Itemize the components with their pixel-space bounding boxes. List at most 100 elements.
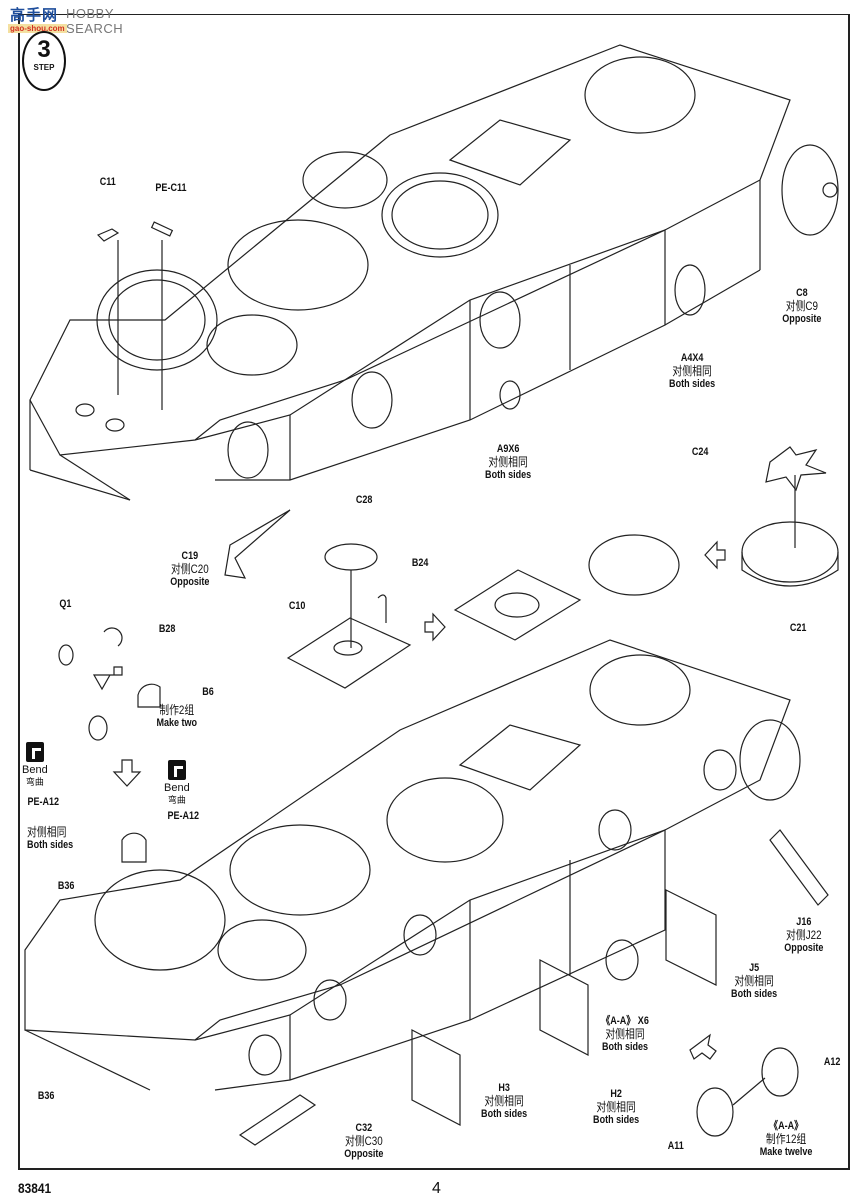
callout-c28: C28 — [355, 494, 373, 506]
road-wheel — [248, 1034, 282, 1076]
part-a11 — [696, 1087, 734, 1137]
leader-line — [732, 1077, 766, 1106]
engine-deck-ring — [584, 56, 696, 134]
part-b28 — [103, 627, 123, 647]
road-wheel — [313, 979, 347, 1021]
hub-part-a4 — [674, 264, 706, 316]
road-wheel — [703, 749, 737, 791]
left-parts — [96, 221, 291, 579]
bend-note-left: Bend 弯曲 — [22, 742, 48, 788]
panel-j5 — [665, 889, 717, 986]
idler-assembled — [739, 719, 801, 801]
hatch-ring — [217, 919, 307, 981]
callout-pe-a12-right: PE-A12 — [167, 810, 200, 822]
hatch-ring-inner — [391, 180, 489, 250]
callout-b6: B6 — [202, 686, 214, 698]
hub-part-a9 — [499, 380, 521, 410]
vision-port — [105, 418, 125, 432]
upper-hull-deck — [29, 44, 791, 456]
bend-icon — [25, 742, 44, 762]
part-c32 — [238, 1094, 317, 1146]
part-b6 — [137, 683, 161, 708]
callout-pe-a12-left: PE-A12 — [27, 796, 60, 808]
hull-edge — [664, 269, 761, 326]
hull-edge — [24, 1029, 151, 1091]
panel-h2 — [539, 959, 589, 1056]
turret-ring — [229, 824, 371, 916]
part-b6-with-pe — [121, 832, 147, 863]
hull-edge — [59, 454, 131, 501]
watermark-logo: 高手网 HOBBY SEARCH gao-shou.com — [4, 4, 164, 36]
watermark-en: HOBBY SEARCH — [66, 6, 124, 36]
turret-ring — [94, 869, 226, 971]
page-frame — [18, 14, 850, 1170]
part-b24 — [377, 594, 387, 623]
assembled-plate-ring — [494, 592, 540, 618]
arrow-up-left-icon — [689, 1033, 717, 1060]
watermark-url: gao-shou.com — [8, 24, 67, 33]
part-c28 — [324, 543, 378, 571]
idler-hub — [822, 182, 838, 198]
hatch-ring — [386, 777, 504, 863]
engine-hatch — [458, 724, 582, 791]
idler-cover-c8 — [781, 144, 839, 236]
part-c10 — [286, 617, 412, 689]
bend-icon — [167, 760, 186, 780]
left-small-parts — [58, 627, 161, 863]
final-drive-hub — [227, 421, 269, 479]
road-wheel-aa — [605, 939, 639, 981]
panel-j16 — [769, 829, 829, 906]
callout-a11: A11 — [667, 1140, 684, 1152]
hatch-ring — [302, 151, 388, 209]
callout-c24: C24 — [691, 446, 709, 458]
page-number: 4 — [432, 1180, 441, 1197]
turret-ring — [227, 219, 369, 311]
vision-port — [75, 403, 95, 417]
turret-ring-inner — [108, 279, 206, 361]
part-c11 — [96, 228, 120, 242]
upper-hull-drawing — [29, 44, 839, 501]
kit-code: 83841 — [18, 1180, 52, 1196]
final-drive-hub — [479, 291, 521, 349]
part-c21-wall — [741, 552, 839, 587]
callout-pe-c11: PE-C11 — [155, 182, 187, 194]
step-badge: 3 STEP — [22, 31, 66, 91]
panel-h3 — [411, 1029, 461, 1126]
callout-b28: B28 — [158, 623, 176, 635]
hatch-ring — [206, 314, 298, 376]
c10-opening — [333, 640, 363, 656]
callout-b36-bottom: B36 — [37, 1090, 55, 1102]
step-number: 3 — [37, 36, 51, 63]
callout-c11: C11 — [99, 176, 116, 188]
part-pe-c11 — [150, 221, 174, 237]
fan-housing-assembled — [588, 534, 680, 596]
hull-edge — [29, 469, 131, 501]
part-b28-assembled — [88, 715, 108, 741]
arrow-right-icon — [424, 612, 446, 642]
turret-ring — [96, 269, 218, 371]
engine-deck-ring — [589, 654, 691, 726]
hatch-ring — [381, 172, 499, 258]
bend-note-right: Bend 弯曲 — [164, 760, 190, 806]
arrow-down-icon — [112, 759, 142, 787]
lower-hull-deck — [24, 639, 791, 1041]
callout-b36-top: B36 — [57, 880, 75, 892]
part-c19 — [224, 509, 291, 579]
hull-side-panel — [194, 229, 666, 481]
callout-b24: B24 — [411, 557, 429, 569]
arrow-left-icon — [704, 540, 726, 570]
road-wheel — [403, 914, 437, 956]
